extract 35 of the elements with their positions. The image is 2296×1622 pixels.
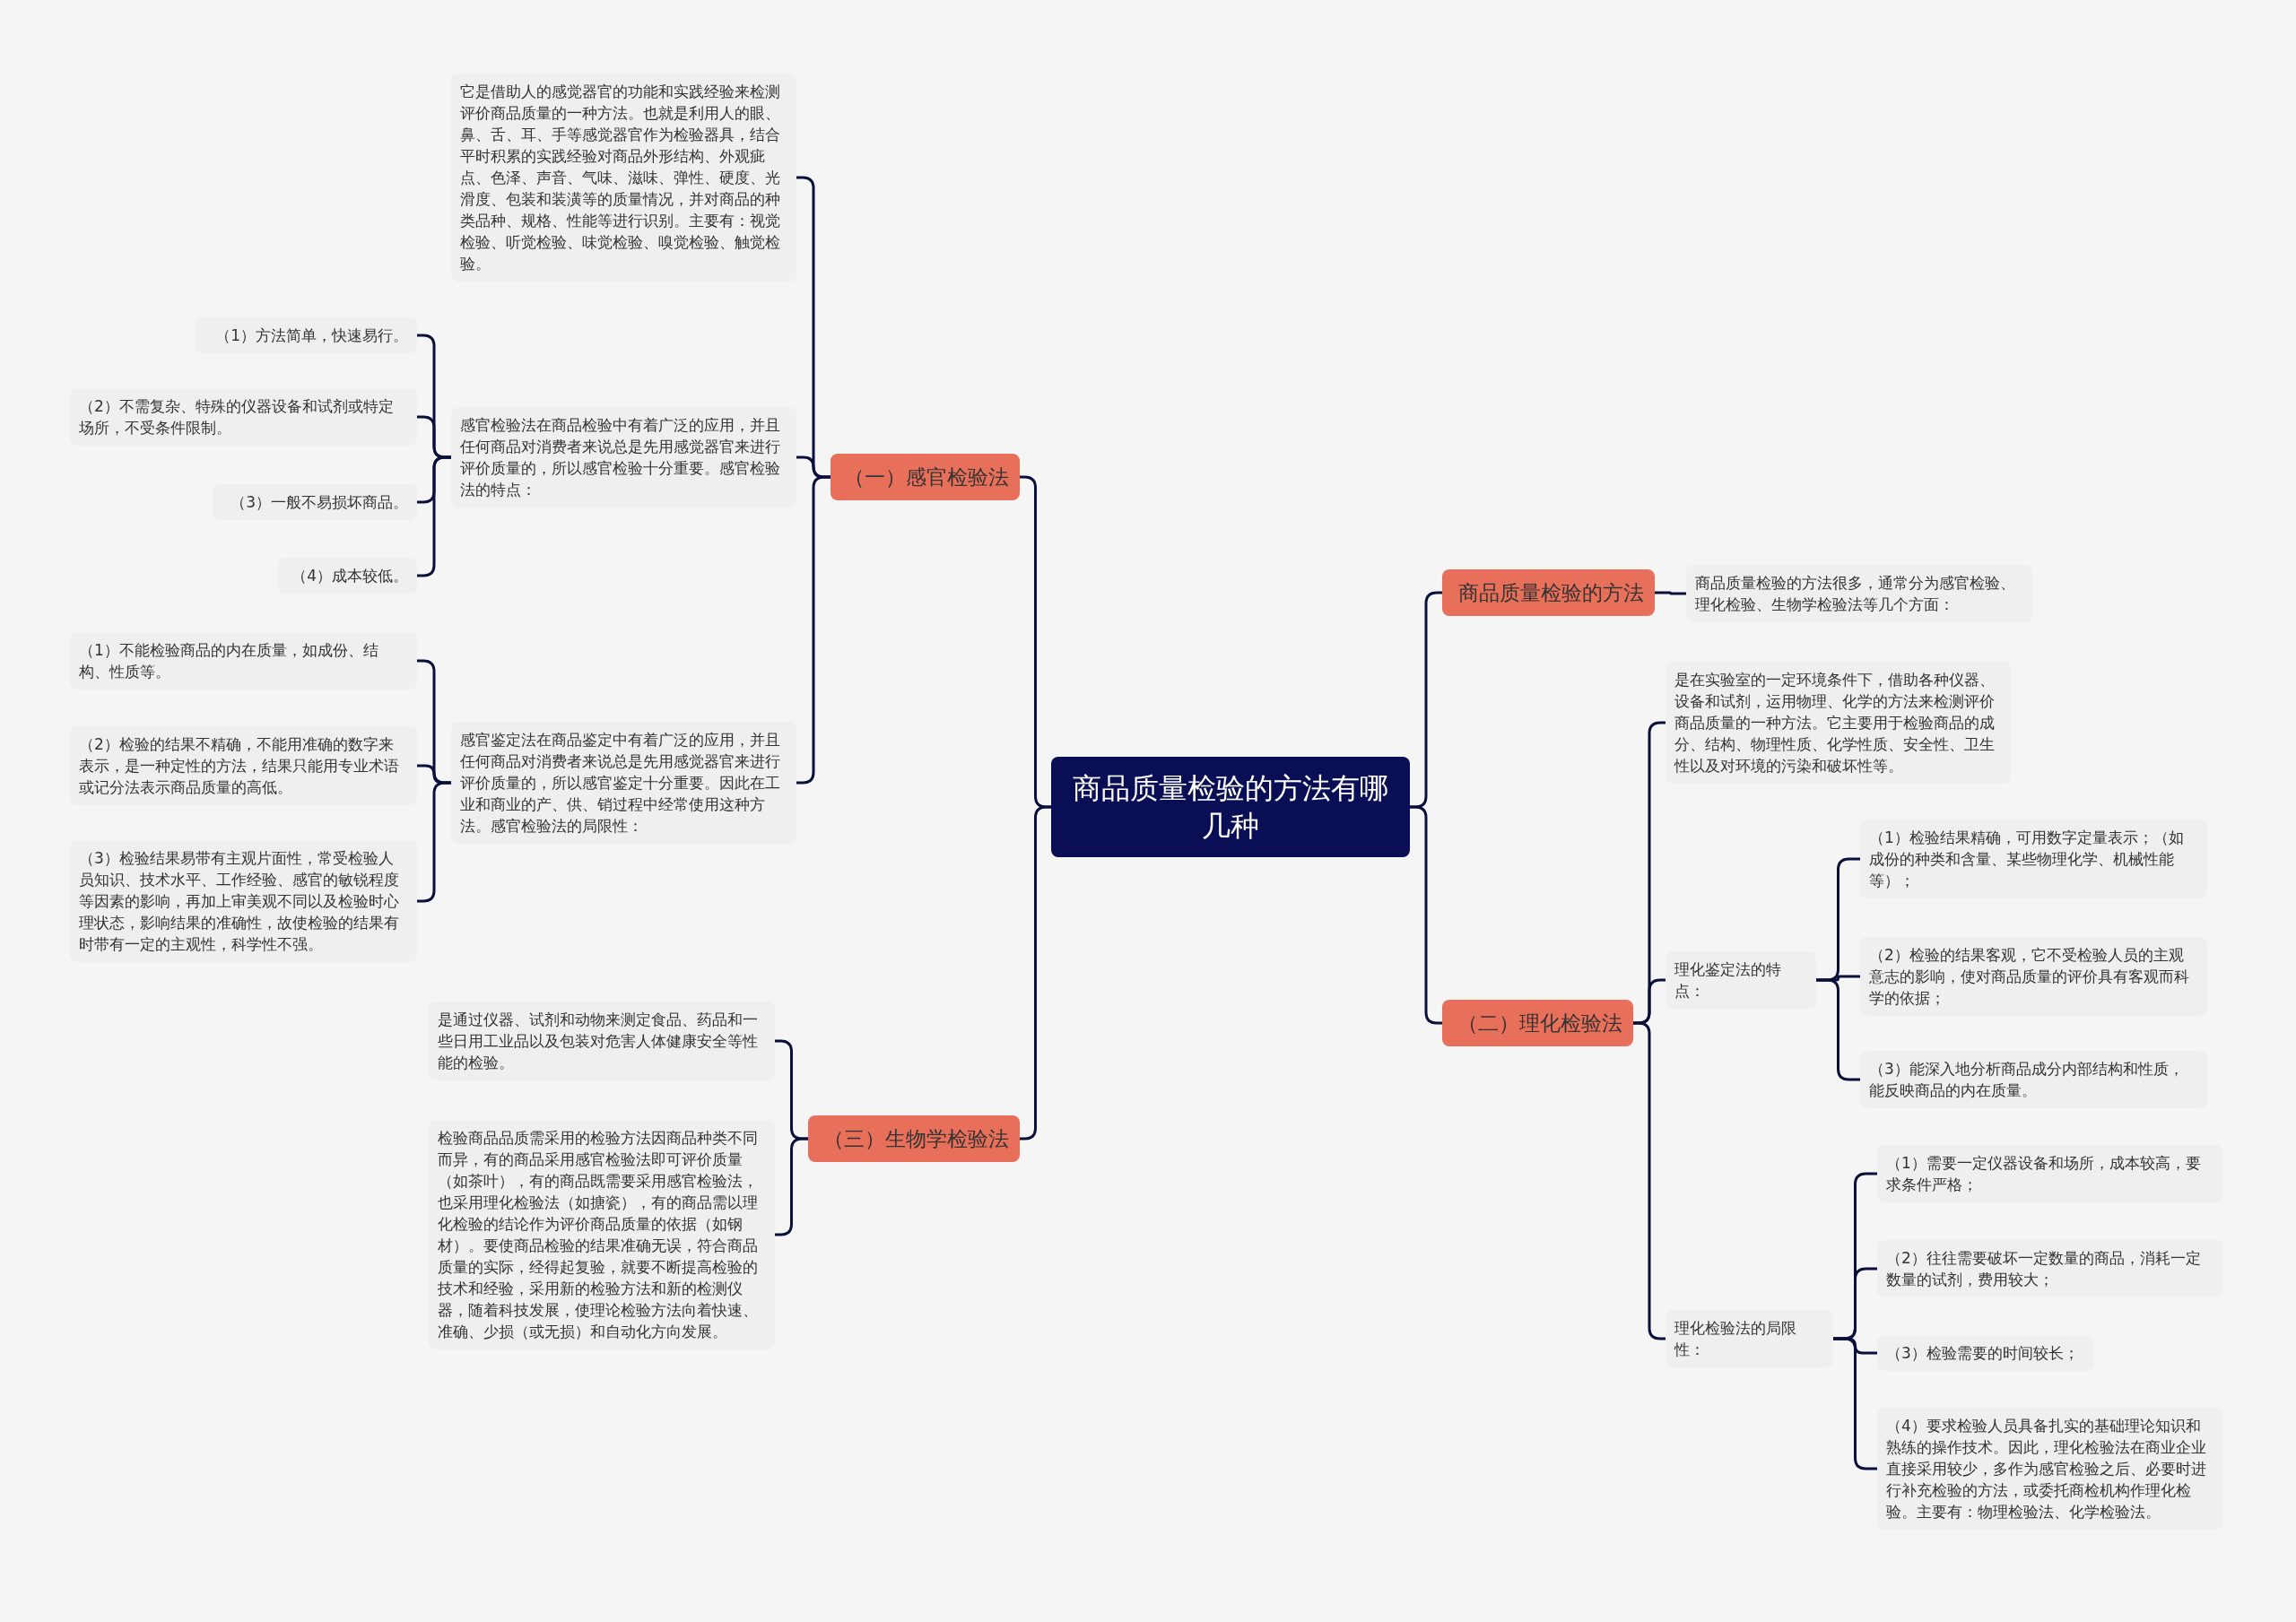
note-box: 理化鉴定法的特点： (1665, 951, 1816, 1009)
connector-line (1833, 1337, 1877, 1470)
note-box: （1）需要一定仪器设备和场所，成本较高，要求条件严格； (1877, 1145, 2223, 1202)
note-box: （2）往往需要破坏一定数量的商品，消耗一定数量的试剂，费用较大； (1877, 1240, 2223, 1297)
note-box: （3）一般不易损坏商品。 (213, 484, 417, 520)
connector-line (1655, 591, 1686, 595)
note-box: （1）方法简单，快速易行。 (195, 317, 417, 353)
note-box: （1）检验结果精确，可用数字定量表示；（如成份的种类和含量、某些物理化学、机械性能等）； (1860, 820, 2207, 898)
note-box: 是通过仪器、试剂和动物来测定食品、药品和一些日用工业品以及包装对危害人体健康安全等性能的检验。 (429, 1002, 775, 1080)
connector-line (417, 455, 451, 577)
note-box: 感官鉴定法在商品鉴定中有着广泛的应用，并且任何商品对消费者来说总是先用感觉器官来进行评价质量的，所以感官鉴定十分重要。因此在工业和商业的产、供、销过程中经常使用这种方法。感官检验法的局限性： (451, 722, 796, 844)
note-box: 它是借助人的感觉器官的功能和实践经验来检测评价商品质量的一种方法。也就是利用人的眼、鼻、舌、耳、手等感觉器官作为检验器具，结合平时积累的实践经验对商品外形结构、外观疵点、色泽、声音、气味、滋味、弹性、硬度、光滑度、包装和装潢等的质量情况，并对商品的种类品种、规格、性能等进行识别。主要有：视觉检验、听觉检验、味觉检验、嗅觉检验、触觉检验。 (451, 74, 796, 282)
note-box: （4）要求检验人员具备扎实的基础理论知识和熟练的操作技术。因此，理化检验法在商业企业直接采用较少，多作为感官检验之后、必要时进行补充检验的方法，或委托商检机构作理化检验。主要有：物理检验法、化学检验法。 (1877, 1408, 2223, 1530)
branch-topic: （三）生物学检验法 (808, 1115, 1020, 1162)
central-topic: 商品质量检验的方法有哪几种 (1051, 757, 1410, 857)
connector-line (775, 1137, 808, 1236)
branch-topic: 商品质量检验的方法 (1442, 569, 1655, 616)
connector-line (417, 781, 451, 903)
note-box: 感官检验法在商品检验中有着广泛的应用，并且任何商品对消费者来说总是先用感觉器官来进行评价质量的，所以感官检验十分重要。感官检验法的特点： (451, 407, 796, 507)
note-box: （3）能深入地分析商品成分内部结构和性质，能反映商品的内在质量。 (1860, 1051, 2207, 1108)
note-box: 商品质量检验的方法很多，通常分为感官检验、理化检验、生物学检验法等几个方面： (1686, 565, 2032, 622)
connector-line (1816, 978, 1860, 1081)
note-box: （1）不能检验商品的内在质量，如成份、结构、性质等。 (70, 632, 417, 690)
note-box: （3）检验需要的时间较长； (1877, 1335, 2094, 1371)
note-box: （4）成本较低。 (278, 558, 417, 594)
note-box: （2）不需复杂、特殊的仪器设备和试剂或特定场所，不受条件限制。 (70, 388, 417, 446)
note-box: 检验商品品质需采用的检验方法因商品种类不同而异，有的商品采用感官检验法即可评价质量（如茶叶），有的商品既需要采用感官检验法，也采用理化检验法（如搪瓷），有的商品需以理化检验的结论作为评价商品质量的依据（如钢材）。要使商品检验的结果准确无误，符合商品质量的实际，经得起复验，就要不断提高检验的技术和经验，采用新的检验方法和新的检测仪器，随着科技发展，使理论检验方法向着快速、准确、少损（或无损）和自动化方向发展。 (429, 1120, 775, 1349)
note-box: （3）检验结果易带有主观片面性，常受检验人员知识、技术水平、工作经验、感官的敏锐程度等因素的影响，再加上审美观不同以及检验时心理状态，影响结果的准确性，故使检验的结果有时带有一定的主观性，科学性不强。 (70, 840, 417, 962)
note-box: 理化检验法的局限性： (1665, 1310, 1833, 1367)
note-box: （2）检验的结果客观，它不受检验人员的主观意志的影响，使对商品质量的评价具有客观而科学的依据； (1860, 937, 2207, 1016)
branch-topic: （二）理化检验法 (1442, 1000, 1633, 1046)
branch-topic: （一）感官检验法 (831, 454, 1020, 500)
note-box: 是在实验室的一定环境条件下，借助各种仪器、设备和试剂，运用物理、化学的方法来检测评价商品质量的一种方法。它主要用于检验商品的成分、结构、物理性质、化学性质、安全性、卫生性以及对环境的污染和破坏性等。 (1665, 662, 2011, 784)
note-box: （2）检验的结果不精确，不能用准确的数字来表示，是一种定性的方法，结果只能用专业术语或记分法表示商品质量的高低。 (70, 726, 417, 805)
connector-line (1633, 1021, 1665, 1340)
